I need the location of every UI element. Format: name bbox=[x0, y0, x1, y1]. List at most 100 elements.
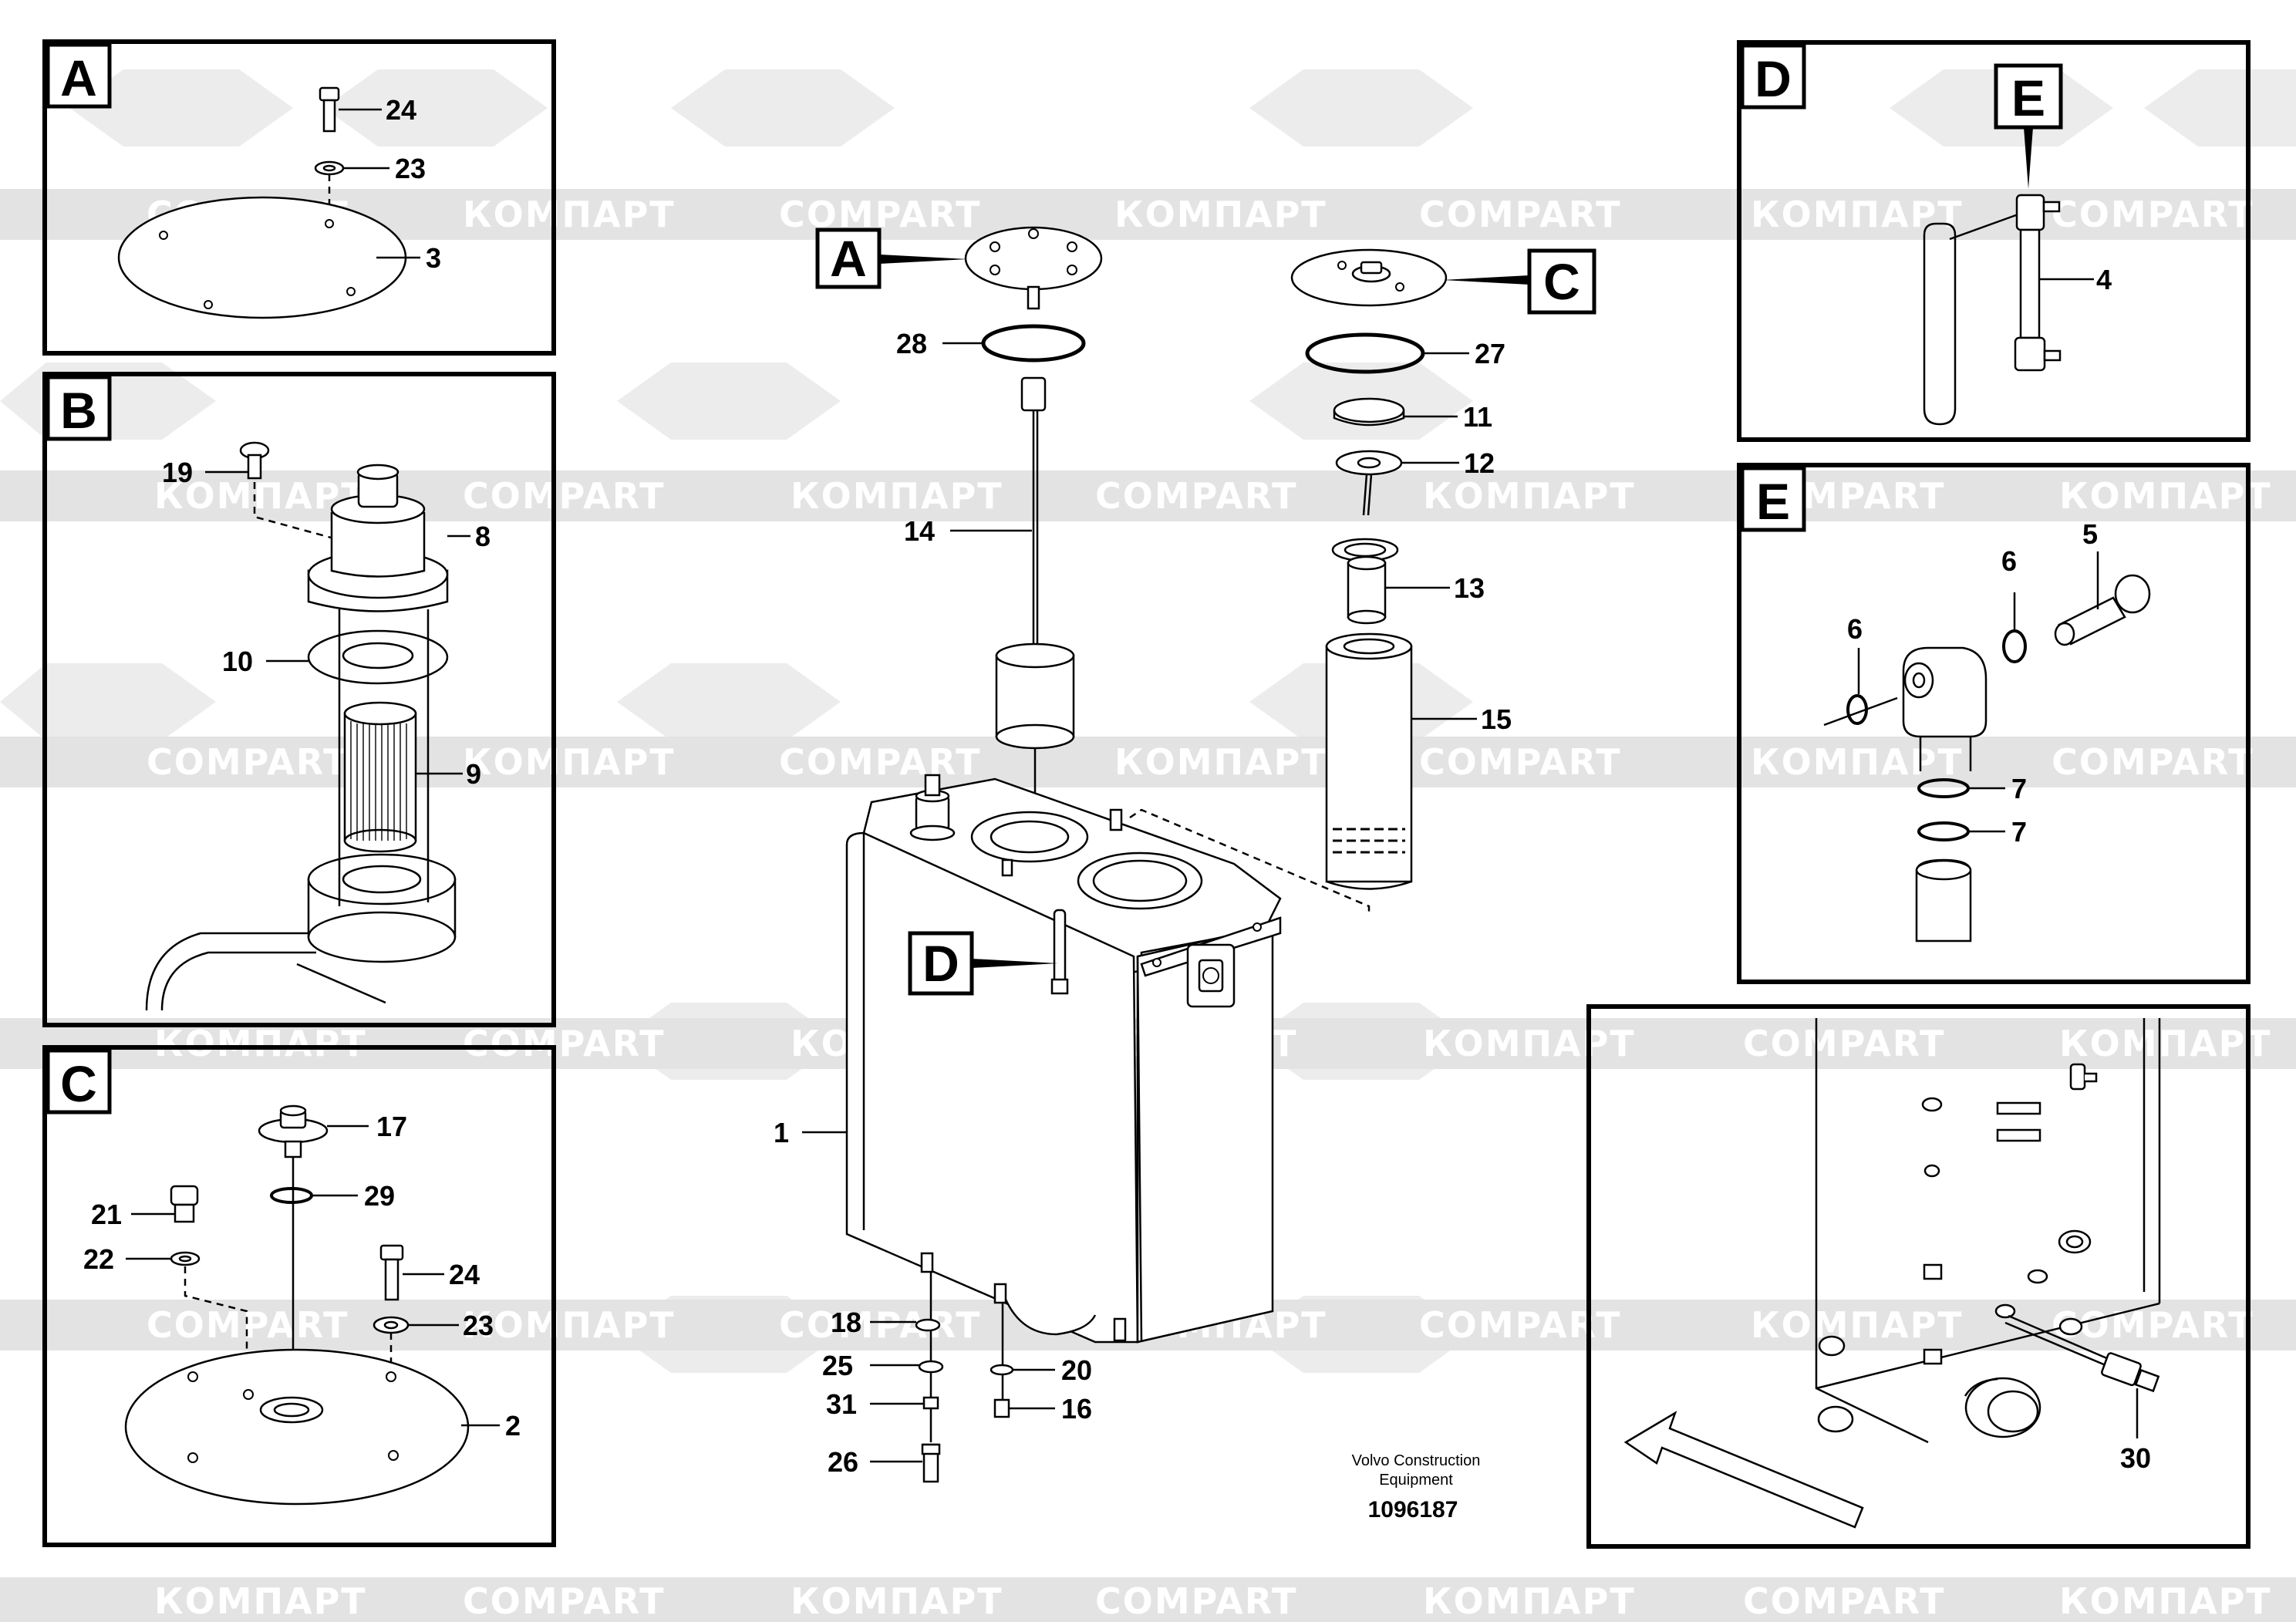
callout-20: 20 bbox=[1061, 1354, 1092, 1386]
pointer-a: A bbox=[815, 228, 968, 289]
drain-port bbox=[1964, 1377, 2041, 1438]
manufacturer-line-2: Equipment bbox=[1379, 1472, 1453, 1489]
watermark-text: КОМПАРТ bbox=[154, 475, 367, 517]
callout-19: 19 bbox=[162, 457, 193, 488]
watermark-text: COMPART bbox=[463, 1023, 665, 1064]
callout-24: 24 bbox=[386, 94, 416, 126]
watermark-text: КОМПАРТ bbox=[1751, 1304, 1964, 1346]
callout-26: 26 bbox=[828, 1446, 858, 1478]
watermark-text: КОМПАРТ bbox=[1751, 194, 1964, 235]
detail-c-panel: C 17 29 21 22 bbox=[42, 1045, 556, 1547]
pointer-letter-e: E bbox=[2011, 69, 2045, 126]
pointer-d: D bbox=[908, 931, 1058, 996]
callout-2: 2 bbox=[505, 1410, 521, 1442]
watermark-text: COMPART bbox=[1095, 1580, 1297, 1622]
callout-21: 21 bbox=[91, 1199, 122, 1230]
callout-22: 22 bbox=[83, 1243, 114, 1275]
oring-6-top-part bbox=[2002, 592, 2027, 663]
callout-28: 28 bbox=[896, 328, 927, 359]
watermark-text: COMPART bbox=[1419, 741, 1621, 783]
detail-letter-d: D bbox=[1755, 50, 1792, 107]
callout-30: 30 bbox=[2120, 1442, 2151, 1474]
callout-3: 3 bbox=[426, 242, 441, 274]
watermark-text: COMPART bbox=[463, 1580, 665, 1622]
drawing-number: 1096187 bbox=[1368, 1497, 1458, 1523]
valve-12-part bbox=[1335, 450, 1459, 516]
drawing-footer: Volvo Construction Equipment 1096187 bbox=[1352, 1452, 1481, 1523]
detail-b-panel: B 19 8 10 bbox=[42, 372, 556, 1027]
callout-17: 17 bbox=[376, 1111, 407, 1142]
watermark-text: COMPART bbox=[147, 741, 349, 783]
cover-plate-c bbox=[1290, 248, 1448, 307]
oring-7-upper-part bbox=[1917, 778, 2005, 798]
watermark-text: КОМПАРТ bbox=[791, 475, 1003, 517]
watermark-text: КОМПАРТ bbox=[1423, 1023, 1636, 1064]
oring-29-part bbox=[270, 1187, 358, 1204]
callout-10: 10 bbox=[222, 646, 253, 677]
bolt-24-part bbox=[319, 86, 382, 133]
detail-d-panel: D E 4 bbox=[1737, 40, 2250, 442]
callout-29: 29 bbox=[364, 1180, 395, 1212]
watermark-text: КОМПАРТ bbox=[463, 1304, 676, 1346]
detail-letter-c: C bbox=[60, 1055, 97, 1112]
cover-plate-a bbox=[964, 226, 1103, 310]
callout-24: 24 bbox=[449, 1259, 480, 1290]
callout-7: 7 bbox=[2011, 816, 2027, 848]
bolt-24-c-part bbox=[379, 1244, 444, 1301]
callout-11: 11 bbox=[1463, 401, 1492, 433]
filler-cap-17-part bbox=[258, 1104, 369, 1396]
watermark-text: COMPART bbox=[779, 1304, 981, 1346]
pointer-letter-a: A bbox=[830, 230, 867, 287]
callout-1: 1 bbox=[774, 1117, 789, 1148]
manufacturer-line-1: Volvo Construction bbox=[1352, 1452, 1481, 1469]
level-sender-14-part bbox=[950, 376, 1075, 833]
pointer-c: C bbox=[1442, 248, 1596, 315]
banjo-bolt-5-part bbox=[2054, 551, 2151, 646]
watermark-text: КОМПАРТ bbox=[1114, 741, 1327, 783]
callout-23: 23 bbox=[395, 153, 426, 184]
watermark-text: COMPART bbox=[1095, 475, 1297, 517]
callout-12: 12 bbox=[1464, 447, 1495, 479]
watermark-text: КОМПАРТ bbox=[2059, 475, 2272, 517]
oring-28-part bbox=[942, 324, 1086, 363]
callout-4: 4 bbox=[2096, 264, 2112, 295]
watermark-text: КОМПАРТ bbox=[1423, 1580, 1636, 1622]
view-direction-arrow bbox=[1623, 1411, 1864, 1529]
watermark-text: КОМПАРТ bbox=[791, 1580, 1003, 1622]
watermark-text: COMPART bbox=[779, 741, 981, 783]
ring-11-part bbox=[1333, 397, 1458, 427]
callout-6: 6 bbox=[2001, 545, 2017, 577]
plug-21-part bbox=[131, 1185, 199, 1223]
callout-6: 6 bbox=[1847, 613, 1863, 645]
callout-27: 27 bbox=[1475, 338, 1505, 369]
tank-assembly: A 28 14 bbox=[774, 226, 1596, 1483]
cover-plate-3-part bbox=[117, 196, 420, 319]
detail-letter-b: B bbox=[60, 382, 97, 439]
watermark-text: COMPART bbox=[1419, 1304, 1621, 1346]
watermark-text: COMPART bbox=[1743, 1023, 1945, 1064]
callout-23: 23 bbox=[463, 1310, 494, 1341]
banjo-fitting-part bbox=[1902, 646, 1988, 771]
cover-plate-2-part bbox=[124, 1348, 500, 1506]
watermark-text: COMPART bbox=[1743, 1580, 1945, 1622]
watermark-text: COMPART bbox=[2052, 1304, 2254, 1346]
watermark-text: КОМПАРТ bbox=[1423, 475, 1636, 517]
watermark-text: КОМПАРТ bbox=[1751, 741, 1964, 783]
detail-e-panel: E 5 6 6 7 bbox=[1737, 463, 2250, 984]
watermark-text: КОМПАРТ bbox=[154, 1580, 367, 1622]
washer-23-c-part bbox=[373, 1316, 459, 1373]
callout-9: 9 bbox=[466, 758, 481, 790]
callout-15: 15 bbox=[1481, 703, 1512, 735]
pipe-stub-part bbox=[1915, 858, 1972, 943]
detail-letter-e: E bbox=[1756, 473, 1790, 530]
callout-8: 8 bbox=[475, 521, 491, 552]
watermark-text: COMPART bbox=[463, 475, 665, 517]
oring-7-lower-part bbox=[1917, 821, 2005, 841]
tank-flange-part bbox=[145, 609, 457, 1011]
washer-22-part bbox=[126, 1251, 248, 1388]
detail-a-panel: A 24 23 3 bbox=[42, 39, 556, 356]
bottom-hardware bbox=[870, 1273, 1055, 1483]
watermark-text: COMPART bbox=[2052, 741, 2254, 783]
filter-element-9-part bbox=[343, 701, 463, 853]
